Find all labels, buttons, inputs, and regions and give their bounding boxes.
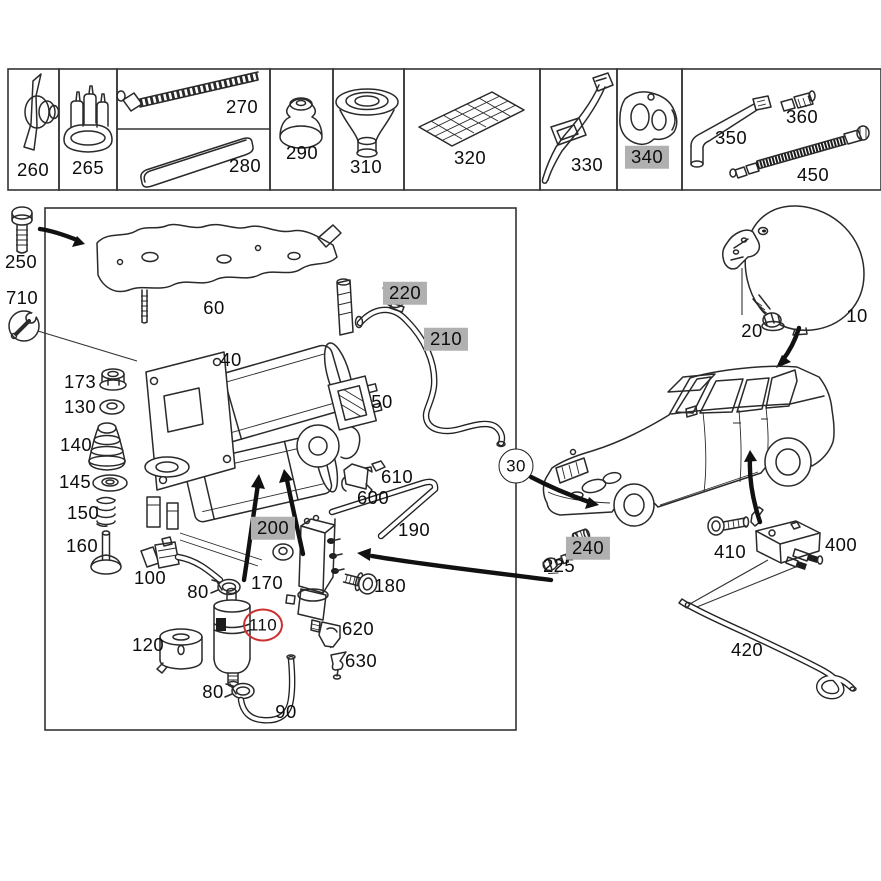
part-630-fitting-sketch [330,651,347,680]
part-label-340: 340 [624,145,670,169]
part-label-140: 140 [59,433,93,455]
part-290-buffer-sketch [279,97,323,149]
part-label-600: 600 [356,486,390,508]
part-label-710: 710 [5,286,39,308]
part-265-mount-sketch [63,85,113,153]
part-label-220: 220 [382,281,428,305]
part-label-200: 200 [250,516,296,540]
car-sketch [542,365,835,527]
part-label-190: 190 [397,518,431,540]
arrow-valve-to-compressor [279,469,306,557]
part-330-tie-strap-sketch [541,72,614,184]
part-label-330: 330 [570,153,604,175]
part-label-240: 240 [565,536,611,560]
part-620-connector-sketch [318,621,341,648]
arrow-225-to-valve-unit [357,548,554,583]
part-label-150: 150 [66,501,100,523]
part-600-connector-sketch [341,463,373,495]
part-label-610: 610 [380,465,414,487]
part-label-80-lower: 80 [202,680,224,702]
part-label-100: 100 [133,566,167,588]
part-80-clamp-lower-sketch [224,682,255,700]
part-label-420: 420 [730,638,764,660]
part-label-110: 110 [243,608,283,642]
part-410-bolt-sketch [707,506,764,536]
part-120-canister-sketch [156,628,203,674]
part-label-210: 210 [423,327,469,351]
part-label-410: 410 [713,540,747,562]
part-100-connector-sketch [140,536,224,584]
part-80-clamp-upper-sketch [210,578,241,596]
part-450-braided-hose-sketch [729,125,870,179]
part-label-280: 280 [228,154,262,176]
wrench-icon [8,309,138,362]
part-60-bracket-sketch [96,223,354,336]
arrow-30-to-bumper [528,474,599,509]
part-label-120: 120 [131,633,165,655]
part-label-320: 320 [453,146,487,168]
part-label-260: 260 [16,158,50,180]
part-260-grommet-sketch [23,73,60,151]
part-label-265: 265 [71,156,105,178]
part-label-40: 40 [220,348,242,370]
part-310-funnel-mount-sketch [335,88,399,158]
part-610-fitting-sketch [364,460,386,473]
part-label-130: 130 [63,395,97,417]
part-label-450: 450 [796,163,830,185]
part-label-90: 90 [275,700,297,722]
part-50-bracket-sketch [327,375,383,431]
part-label-290: 290 [285,141,319,163]
part-label-350: 350 [714,126,748,148]
part-label-360: 360 [785,105,819,127]
part-label-30: 30 [498,448,534,484]
part-label-225: 225 [542,554,576,576]
part-180-bolt-sketch [342,572,378,595]
part-270-serrated-strip-sketch [116,71,259,112]
part-350-pipe-sketch [690,95,772,168]
part-110-dryer-sketch [213,587,251,688]
part-280-profile-strip-sketch [140,137,254,188]
part-10-cover-sketch [722,205,865,336]
part-20-bolt-sketch [752,294,785,332]
part-label-10: 10 [846,304,868,326]
part-420-hose-sketch [678,559,857,700]
part-label-620: 620 [341,617,375,639]
part-label-50: 50 [371,390,393,412]
part-160-pin-sketch [90,530,122,575]
arrow-400-to-car [744,450,763,525]
part-label-145: 145 [58,470,92,492]
part-label-310: 310 [349,155,383,177]
part-label-173: 173 [63,370,97,392]
part-label-180: 180 [373,574,407,596]
part-250-bolt-sketch [11,206,33,254]
part-173-nut-sketch [99,368,127,391]
part-150-spring-sketch [96,496,116,527]
part-label-630: 630 [344,649,378,671]
arrow-cover-to-car [776,325,802,368]
part-label-80-upper: 80 [187,580,209,602]
part-190-hose-sketch [328,478,439,540]
part-label-160: 160 [65,534,99,556]
part-label-270: 270 [225,95,259,117]
part-90-hose-sketch [237,654,296,724]
part-label-20: 20 [741,319,763,341]
part-130-washer-sketch [99,399,125,415]
part-170-valve-unit-sketch [272,514,345,649]
part-140-buffer-sketch [88,422,126,471]
part-400-valve-block-sketch [755,520,824,570]
part-225-valve-sketch [542,553,570,574]
part-label-250: 250 [4,250,38,272]
part-360-coupler-sketch [780,90,816,112]
part-210-hose-sketch [354,306,506,448]
part-label-60: 60 [203,296,225,318]
part-340-clamp-sketch [619,91,678,146]
part-label-170: 170 [250,571,284,593]
part-145-washer-sketch [92,474,128,492]
part-320-mesh-plate-sketch [418,91,525,147]
part-label-400: 400 [824,533,858,555]
arrow-250-to-bracket [37,226,85,247]
